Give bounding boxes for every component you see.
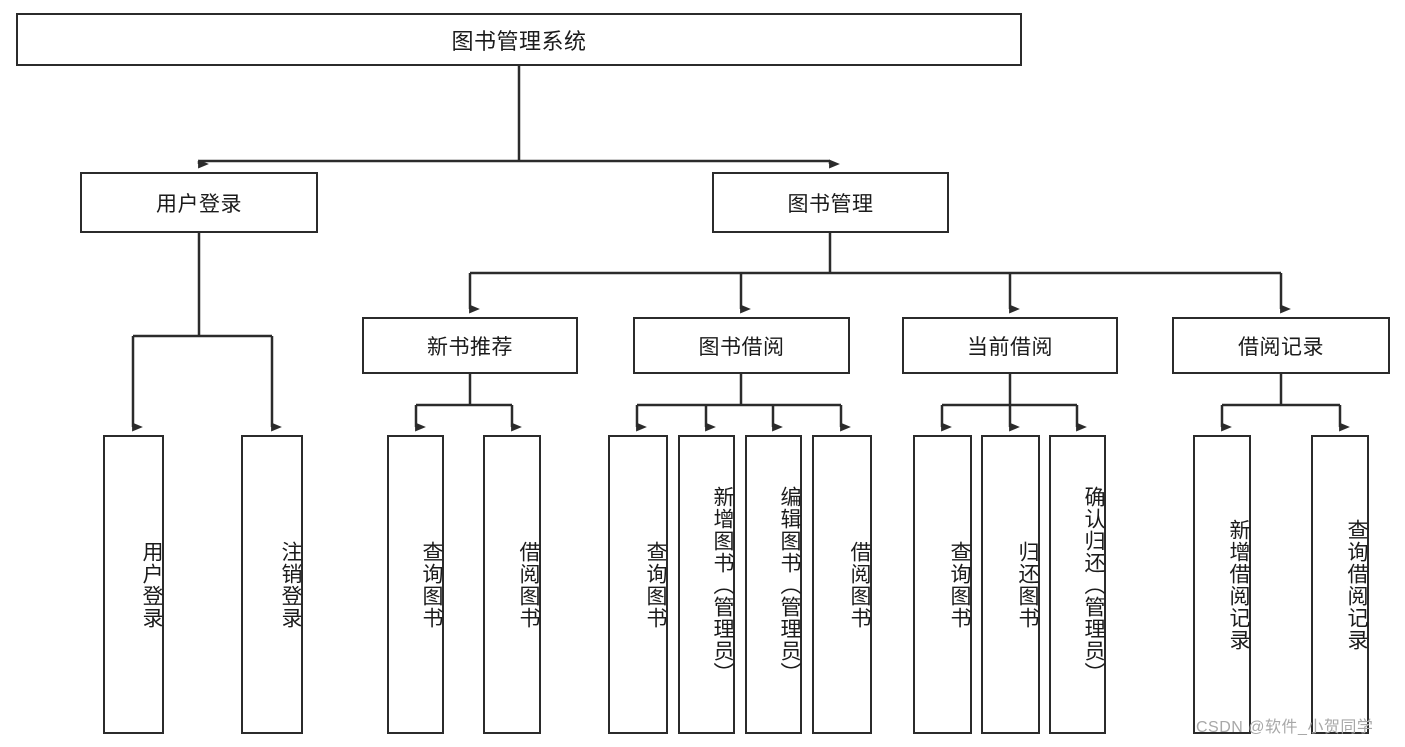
node-leaf-borrow-book-1[interactable]: 借阅图书	[483, 435, 541, 734]
node-book-borrow-label: 图书借阅	[698, 335, 785, 359]
node-leaf-query-record-label: 查询借阅记录	[1345, 518, 1368, 651]
node-leaf-borrow-book-1-label: 借阅图书	[517, 540, 540, 629]
node-leaf-edit-book[interactable]: 编辑图书（管理员）	[745, 435, 802, 734]
node-root[interactable]: 图书管理系统	[16, 13, 1022, 66]
node-new-book-recommend-label: 新书推荐	[427, 335, 513, 359]
node-user-login[interactable]: 用户登录	[80, 172, 318, 233]
node-borrow-record[interactable]: 借阅记录	[1172, 317, 1390, 374]
node-leaf-query-book-2-label: 查询图书	[644, 540, 667, 629]
node-leaf-logout-label: 注销登录	[279, 540, 302, 629]
node-leaf-query-book-1[interactable]: 查询图书	[387, 435, 444, 734]
node-leaf-query-book-3[interactable]: 查询图书	[913, 435, 972, 734]
node-leaf-confirm-return[interactable]: 确认归还（管理员）	[1049, 435, 1106, 734]
node-current-borrow-label: 当前借阅	[967, 335, 1053, 359]
node-leaf-query-book-1-label: 查询图书	[420, 540, 443, 629]
node-leaf-add-book[interactable]: 新增图书（管理员）	[678, 435, 735, 734]
node-book-manage[interactable]: 图书管理	[712, 172, 949, 233]
node-leaf-return-book[interactable]: 归还图书	[981, 435, 1040, 734]
node-leaf-borrow-book-2[interactable]: 借阅图书	[812, 435, 872, 734]
node-leaf-return-book-label: 归还图书	[1016, 540, 1039, 629]
node-book-manage-label: 图书管理	[787, 192, 874, 216]
node-leaf-add-record[interactable]: 新增借阅记录	[1193, 435, 1251, 734]
node-root-label: 图书管理系统	[451, 28, 587, 54]
node-book-borrow[interactable]: 图书借阅	[633, 317, 850, 374]
node-leaf-query-record[interactable]: 查询借阅记录	[1311, 435, 1369, 734]
node-leaf-user-login-label: 用户登录	[140, 540, 163, 629]
node-leaf-logout[interactable]: 注销登录	[241, 435, 303, 734]
node-leaf-edit-book-label: 编辑图书（管理员）	[778, 485, 801, 684]
node-leaf-query-book-3-label: 查询图书	[948, 540, 971, 629]
watermark: CSDN @软件_小贺同学	[1196, 719, 1374, 736]
node-leaf-confirm-return-label: 确认归还（管理员）	[1082, 485, 1105, 684]
node-leaf-borrow-book-2-label: 借阅图书	[848, 540, 871, 629]
node-leaf-user-login[interactable]: 用户登录	[103, 435, 164, 734]
node-new-book-recommend[interactable]: 新书推荐	[362, 317, 578, 374]
node-leaf-add-book-label: 新增图书（管理员）	[711, 485, 734, 684]
node-leaf-add-record-label: 新增借阅记录	[1227, 518, 1250, 651]
node-borrow-record-label: 借阅记录	[1238, 335, 1324, 359]
node-user-login-label: 用户登录	[156, 192, 242, 216]
node-current-borrow[interactable]: 当前借阅	[902, 317, 1118, 374]
node-leaf-query-book-2[interactable]: 查询图书	[608, 435, 668, 734]
